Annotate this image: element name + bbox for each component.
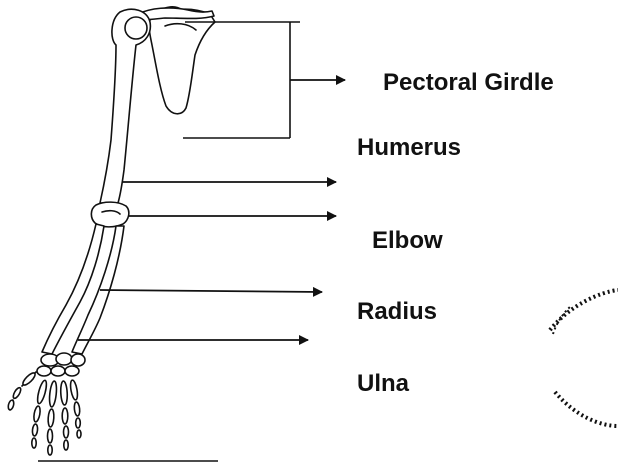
scapula-bone bbox=[149, 7, 215, 114]
cropped-ring-image bbox=[550, 290, 618, 426]
label-pectoral-girdle: Pectoral Girdle bbox=[383, 69, 554, 97]
elbow-joint bbox=[91, 202, 128, 227]
wrist-bones bbox=[37, 353, 85, 376]
ulna-bone bbox=[42, 224, 104, 354]
label-radius: Radius bbox=[357, 298, 437, 326]
hand-bones bbox=[7, 371, 81, 455]
humerus-bone bbox=[100, 9, 150, 203]
label-humerus: Humerus bbox=[357, 134, 461, 162]
label-ulna: Ulna bbox=[357, 370, 409, 398]
radius-arrow bbox=[100, 290, 322, 292]
label-elbow: Elbow bbox=[372, 227, 443, 255]
